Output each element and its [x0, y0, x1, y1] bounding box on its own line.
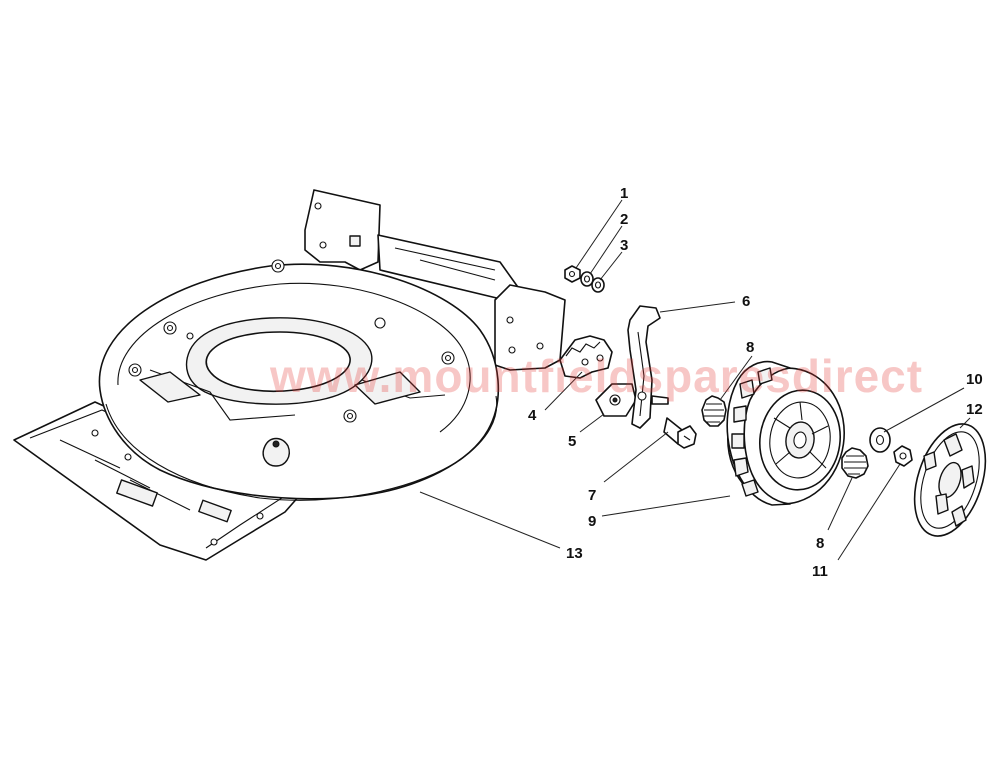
hub-cap: [913, 423, 987, 537]
callout-4: 4: [528, 407, 537, 424]
mower-deck: [13, 189, 566, 561]
callout-5: 5: [568, 433, 576, 450]
wheel-bolt: [663, 417, 697, 449]
drive-pinion-outer: [841, 447, 869, 479]
callout-13: 13: [566, 545, 583, 562]
leader-lines: [419, 199, 971, 561]
callout-10: 10: [966, 371, 983, 388]
watermark-text: www.mountfieldsparesdirect: [269, 350, 923, 402]
callout-3: 3: [620, 237, 628, 254]
callout-9: 9: [588, 513, 596, 530]
height-lever: [627, 305, 669, 429]
callout-2: 2: [620, 211, 628, 228]
wheel-nut: [893, 445, 913, 467]
drive-pinion-inner: [701, 395, 727, 427]
callout-labels: 1 2 3 4 5 6 7 8 9 10 8 11 12 13: [528, 185, 983, 580]
callout-6: 6: [742, 293, 750, 310]
callout-12: 12: [966, 401, 983, 418]
nut-and-washers: [564, 265, 605, 293]
callout-8-inner: 8: [746, 339, 754, 356]
pivot-plate: [595, 383, 637, 417]
wheel-washer: [869, 427, 891, 453]
callout-11: 11: [812, 563, 828, 580]
callout-1: 1: [620, 185, 628, 202]
callout-8-outer: 8: [816, 535, 824, 552]
height-adjust-bracket: [559, 335, 613, 379]
callout-7: 7: [588, 487, 596, 504]
rear-wheel: [726, 360, 846, 506]
